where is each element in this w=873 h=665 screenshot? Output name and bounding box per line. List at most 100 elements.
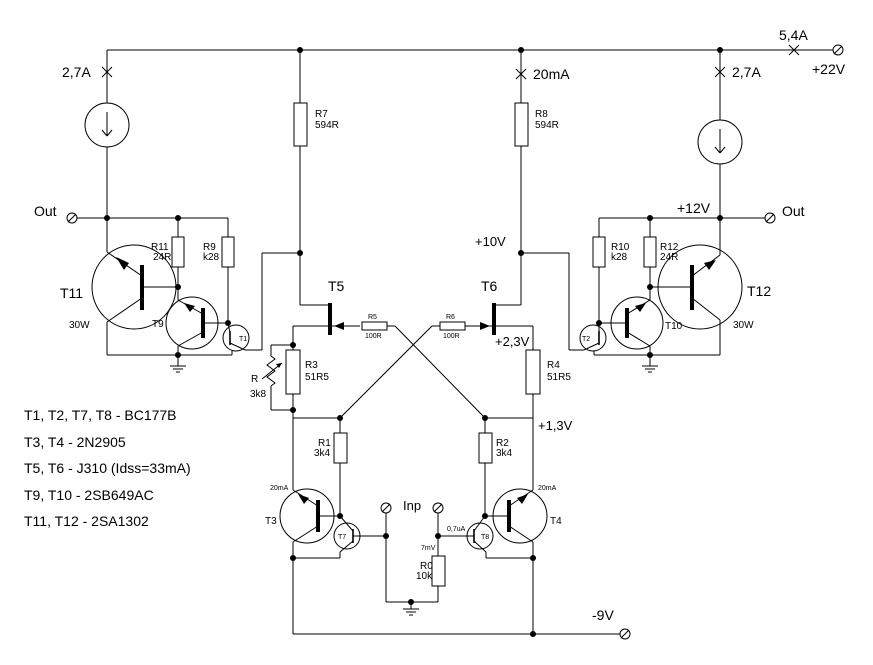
r12-label: R12	[660, 242, 679, 253]
t11-power: 30W	[69, 320, 90, 331]
r8-value: 594R	[535, 120, 559, 131]
transistor-t8-small: T8	[466, 515, 494, 553]
r1-value: 3k4	[314, 448, 331, 459]
potentiometer-r[interactable]	[261, 344, 293, 411]
r4-value: 51R5	[547, 372, 571, 383]
negative-rail: -9V	[293, 607, 631, 640]
left-source-current: 2,7A	[62, 64, 91, 80]
right-out-label: Out	[782, 203, 805, 219]
t3-label: T3	[265, 516, 277, 527]
mv-label: 7mV	[421, 545, 436, 552]
input-ground	[403, 602, 419, 616]
r3-label: R3	[305, 360, 318, 371]
inp-label: Inp	[403, 498, 421, 513]
right-source-current: 2,7A	[732, 64, 761, 80]
t3-current: 20mA	[270, 485, 289, 492]
jfet-t5	[293, 303, 360, 335]
v13-label: +1,3V	[538, 418, 573, 433]
r2-label: R2	[496, 438, 509, 449]
resistor-r6	[439, 321, 466, 331]
legend-line: T11, T12 - 2SA1302	[24, 513, 149, 529]
r8-label: R8	[535, 109, 548, 120]
transistor-t3	[279, 488, 340, 544]
supply-rail: 5,4A +22V	[107, 27, 846, 77]
right-input-stage: R2 3k4 20mA T4 T8 0,7uA	[386, 418, 562, 634]
svg-text:T8: T8	[481, 534, 489, 541]
transistor-t11	[91, 244, 178, 330]
r5-label: R5	[368, 314, 377, 321]
negative-terminal[interactable]	[619, 628, 631, 640]
legend-line: T3, T4 - 2N2905	[24, 434, 126, 450]
supply-current-marker	[788, 44, 800, 56]
supply-current-label: 5,4A	[779, 27, 808, 43]
r9-value: k28	[203, 252, 220, 263]
r-label: R	[251, 374, 258, 385]
r11-value: 24R	[153, 252, 171, 263]
r4-label: R4	[547, 360, 560, 371]
legend-line: T1, T2, T7, T8 - BC177B	[24, 407, 177, 423]
ua-label: 0,7uA	[447, 526, 466, 533]
transistor-t9	[165, 296, 228, 350]
legend-line: T9, T10 - 2SB649AC	[24, 487, 154, 503]
supply-terminal[interactable]	[832, 44, 844, 56]
t12-power: 30W	[733, 320, 754, 331]
svg-text:T1: T1	[239, 336, 247, 343]
left-out-label: Out	[34, 203, 57, 219]
resistor-r4	[525, 349, 541, 395]
inp-left-terminal[interactable]	[380, 502, 392, 514]
left-output-stage: 2,7A Out R11 24R R9 k28	[34, 50, 300, 373]
r9-label: R9	[203, 242, 216, 253]
t6-label: T6	[481, 278, 498, 294]
resistor-r7	[293, 102, 308, 147]
t12-label: T12	[747, 283, 771, 299]
resistor-r3	[285, 349, 301, 395]
transistor-t10	[599, 296, 664, 350]
r11-label: R11	[151, 242, 169, 253]
resistor-r5	[361, 321, 388, 331]
transistor-t2-small: T2	[579, 323, 607, 352]
inp-right-terminal[interactable]	[432, 502, 444, 514]
transistor-t1-small: T1	[222, 322, 250, 352]
r12-value: 24R	[660, 252, 678, 263]
right-current-source	[697, 119, 743, 165]
resistor-r11	[171, 236, 185, 268]
r6-value: 100R	[443, 333, 460, 340]
resistor-r9	[221, 236, 235, 268]
cross-links	[293, 325, 533, 421]
t11-label: T11	[60, 285, 83, 301]
r2-value: 3k4	[496, 448, 513, 459]
r10-value: k28	[611, 252, 628, 263]
right-ground	[642, 355, 658, 373]
left-ground	[170, 355, 186, 373]
r-value: 3k8	[250, 389, 267, 400]
t4-current: 20mA	[538, 485, 557, 492]
r7-label: R7	[315, 109, 328, 120]
r10-label: R10	[611, 242, 630, 253]
transistor-t4	[485, 488, 548, 544]
left-driver: R7 594R T5 R5 100R R3 51R5	[250, 50, 395, 418]
r6-label: R6	[446, 314, 455, 321]
v23-label: +2,3V	[495, 334, 530, 349]
negative-voltage-label: -9V	[592, 607, 614, 623]
svg-text:T2: T2	[582, 336, 590, 343]
v10-label: +10V	[475, 234, 506, 249]
t5-label: T5	[328, 278, 345, 294]
left-current-source	[84, 102, 130, 148]
resistor-r2	[478, 432, 493, 464]
left-out-terminal[interactable]	[66, 212, 78, 224]
resistor-r8	[514, 102, 529, 147]
legend-line: T5, T6 - J310 (Idss=33mA)	[24, 460, 191, 476]
t9-label: T9	[152, 319, 164, 330]
r8-current: 20mA	[533, 66, 570, 82]
jfet-t6	[465, 303, 533, 335]
right-driver: 20mA R8 594R +10V T6 +2,3V R6 100R R4 51…	[432, 50, 573, 433]
t10-label: T10	[665, 321, 683, 332]
supply-voltage-label: +22V	[812, 61, 846, 77]
r3-value: 51R5	[305, 372, 329, 383]
r8-current-marker	[515, 68, 527, 80]
r0-value: 10k	[416, 571, 433, 582]
right-out-terminal[interactable]	[764, 212, 776, 224]
resistor-r0	[431, 555, 446, 587]
right-volt-label: +12V	[677, 200, 711, 216]
